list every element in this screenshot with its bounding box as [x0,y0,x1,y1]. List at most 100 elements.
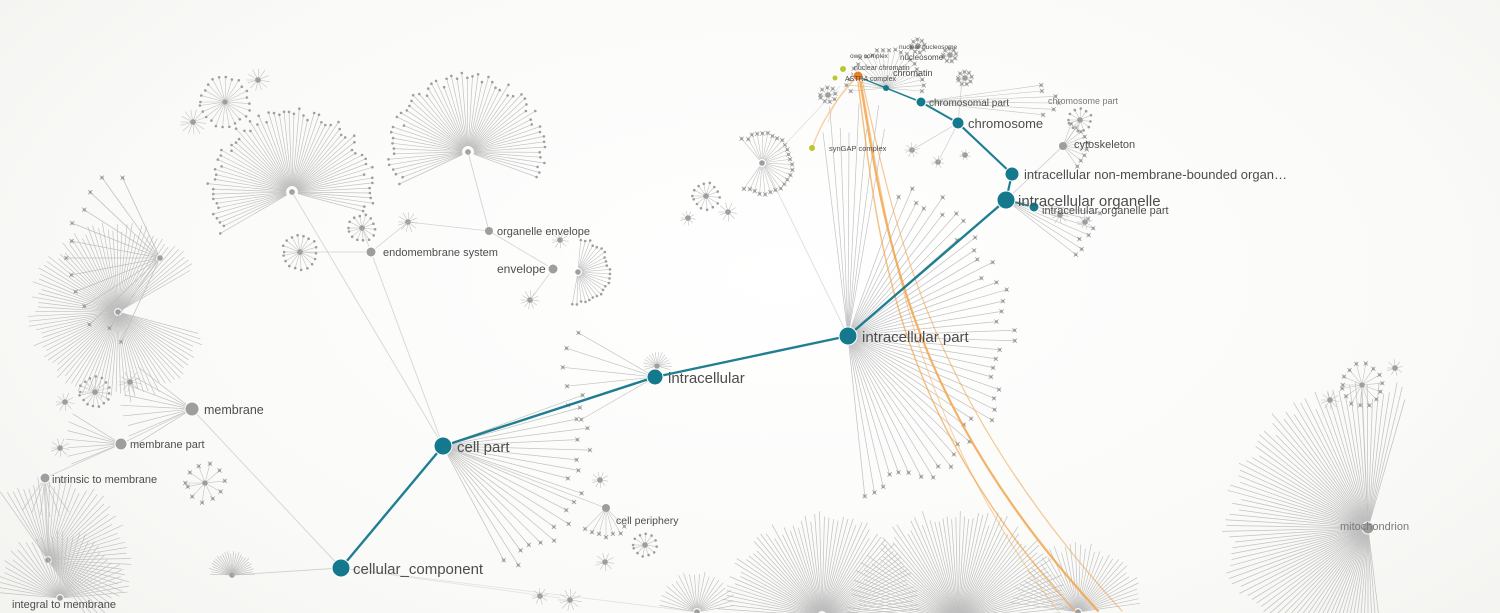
rosette-15 [50,438,70,457]
node-nucleosome-highlight[interactable] [852,70,864,82]
rosette-2 [180,109,207,135]
node-nucleosome-hub[interactable] [883,85,889,91]
node-membrane[interactable] [184,401,200,417]
node-lime-node-1[interactable] [840,66,846,72]
fan-bottom-1 [717,511,922,613]
rosette-13 [118,370,142,393]
fan-envelope [571,238,612,306]
fan-left-spokes [63,175,163,345]
node-cell-part[interactable] [433,436,453,456]
fan-mitochondrion [1221,382,1406,613]
graph-nodes [39,66,1375,578]
rosette-9 [691,181,721,212]
node-syngap-complex-node[interactable] [809,145,815,151]
gray-edges [44,79,1369,613]
node-intrinsic-to-membrane[interactable] [39,472,51,484]
shell-intracellular [643,351,672,370]
node-cell-periphery[interactable] [602,504,610,512]
node-intracellular-organelle-part[interactable] [1028,201,1040,213]
fan-membrane [120,366,187,445]
node-membrane-part[interactable] [114,437,128,451]
fan-top-second [387,71,547,186]
shell-bottom-left [209,551,256,578]
label-integral-to-membrane: integral to membrane [12,599,116,611]
label-chromatin: chromatin [893,68,933,78]
rosette-20 [558,588,582,611]
label-intracellular-organelle-part: intracellular organelle part [1042,205,1169,217]
rosette-25 [1050,206,1070,224]
label-own-complex: own complex [850,53,889,60]
node-chromosome[interactable] [951,116,965,130]
label-membrane-part: membrane part [130,439,205,451]
rosette-31 [940,46,959,64]
rosette-26 [1077,214,1093,230]
fan-membrane-part [65,413,117,465]
label-chromosome-part: chromosome part [1048,96,1119,106]
label-astra-complex: ASTRA complex [845,76,896,83]
rosette-5 [347,213,377,242]
rosette-8 [551,232,569,249]
fan-cluster-760 [739,130,795,197]
label-intracellular: intracellular [668,370,745,387]
fan-intracellular-part [848,186,1018,499]
rosette-4 [281,233,318,272]
rosette-10 [718,202,737,222]
node-intracellular[interactable] [646,368,664,386]
label-chromosomal-part: chromosomal part [929,98,1009,109]
label-cellular-component: cellular_component [353,561,484,578]
node-envelope[interactable] [547,263,559,275]
rosette-24 [1386,359,1403,376]
orange-bundle-2 [857,81,1076,612]
node-lime-node-2[interactable] [832,75,838,81]
label-chromosome: chromosome [968,116,1043,131]
rosette-21 [531,588,548,605]
label-endomembrane-system: endomembrane system [383,247,498,259]
rosette-32 [955,69,975,87]
bundle-ip-top [822,103,885,328]
fan-organelle-part [1012,200,1103,257]
rosette-18 [631,532,658,558]
label-nuclear-chromatin: nuclear chromatin [854,65,910,72]
label-intracellular-organelle: intracellular organelle [1018,193,1161,210]
fan-bottom-2 [845,510,1067,613]
node-mitochondrion[interactable] [1361,521,1375,535]
node-cellular-component[interactable] [331,558,351,578]
fan-intrinsic [21,481,69,518]
orange-bundle-3 [861,79,1123,612]
rosette-23 [1320,390,1340,410]
label-syngap-complex: synGAP complex [829,144,887,153]
label-intracellular-part: intracellular part [862,329,970,346]
label-cell-periphery: cell periphery [616,515,679,527]
node-organelle-envelope[interactable] [485,227,493,235]
label-intrinsic-to-membrane: intrinsic to membrane [52,474,157,486]
node-intracellular-organelle[interactable] [996,190,1016,210]
fan-topleft-large [206,107,375,235]
fan-bottom-3 [1010,542,1140,613]
label-cell-part: cell part [457,439,510,456]
rosette-34 [908,37,927,56]
label-organelle-envelope: organelle envelope [497,226,590,238]
label-envelope: envelope [497,262,546,276]
rosette-27 [1067,107,1093,133]
rosette-1 [198,75,251,129]
node-intracellular-part[interactable] [838,326,858,346]
rosette-3 [246,68,270,91]
label-non-membrane-bounded: intracellular non-membrane-bounded organ… [1024,167,1287,182]
node-cytoskeleton[interactable] [1059,142,1067,150]
rosette-14 [55,392,75,412]
fan-nucleosome-hub [844,47,927,94]
label-nucleosome: nucleosome [900,53,944,62]
orange-flow-curves [812,76,1123,613]
rosette-33 [817,85,838,105]
rosette-19 [595,552,615,572]
node-non-membrane-bounded-organelle[interactable] [1004,166,1020,182]
rosette-12 [78,375,111,408]
fan-bottomleft-2 [0,529,129,601]
node-endomembrane-system[interactable] [365,246,377,258]
orange-bundle-1 [858,78,1100,613]
teal-path-edges [339,77,1035,570]
node-chromosomal-part[interactable] [915,96,927,108]
fan-bottom-0 [659,571,734,613]
